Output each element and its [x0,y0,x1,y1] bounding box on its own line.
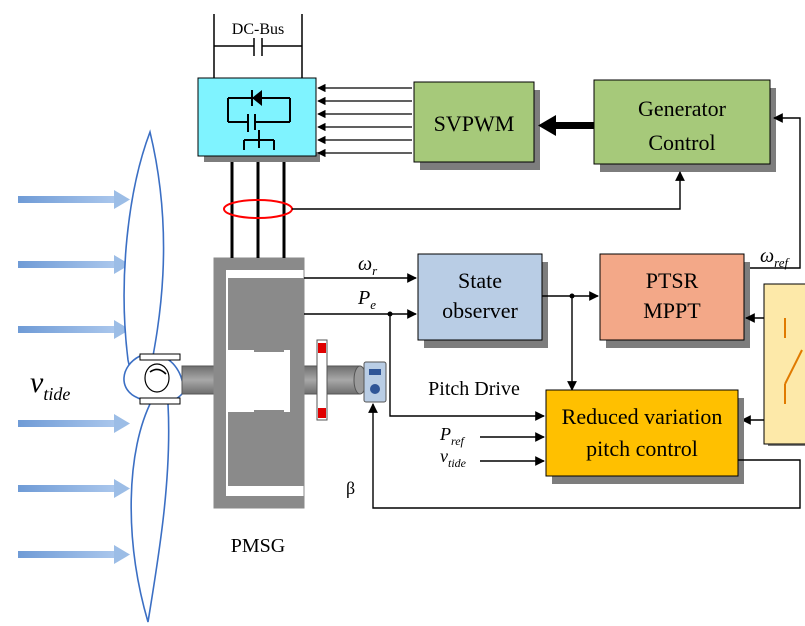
v-tide-label: vtide [30,366,70,404]
omega-ref-line [744,113,801,269]
three-phase-cables [230,160,286,258]
reduced-variation-pitch-control-block: Reduced variation pitch control [545,389,744,484]
v-tide-input-label: vtide [440,446,467,470]
beta-label: β [346,478,355,498]
flow-arrow [18,190,130,209]
reduced-line2: pitch control [586,436,698,461]
flow-arrow [18,479,130,498]
dc-bus [213,14,303,78]
reduced-line1: Reduced variation [562,404,723,429]
state-observer-block: State observer [417,253,548,348]
svpwm-block: SVPWM [413,81,540,170]
state-observer-line2: observer [442,298,518,323]
mode-switch-block [763,283,805,446]
ptsr-line2: MPPT [643,298,701,323]
turbine-blades [123,129,184,623]
flow-arrow [18,545,130,564]
p-e-to-pitch-line [389,314,545,421]
pmsg-label: PMSG [231,535,285,557]
generator-control-line2: Control [648,130,715,155]
tidal-flow-arrows [18,190,130,564]
converter-block [197,77,320,162]
current-feedback-line [292,171,685,210]
gate-signal-arrows [317,83,412,158]
dc-bus-label: DC-Bus [232,21,284,38]
ptsr-mppt-block: PTSR MPPT [599,253,750,348]
flow-arrow [18,414,130,433]
flow-arrow [18,320,130,339]
generator-control-block: Generator Control [593,79,776,172]
svpwm-label: SVPWM [434,111,515,136]
generator-control-line1: Generator [638,96,727,121]
p-e-label: Pe [357,287,376,312]
pitch-drive-actuator [363,361,387,403]
p-ref-label: Pref [439,424,466,448]
flow-arrow [18,255,130,274]
pmsg-generator [213,257,305,509]
pitch-drive-label: Pitch Drive [428,378,520,400]
ptsr-line1: PTSR [646,268,699,293]
beta-feedback-line [368,403,801,509]
pitch-drive-disk [316,339,328,421]
state-observer-line1: State [458,268,502,293]
control-to-svpwm-arrow [538,115,596,136]
omega-r-label: ωr [358,253,378,278]
omega-ref-label: ωref [760,245,790,270]
